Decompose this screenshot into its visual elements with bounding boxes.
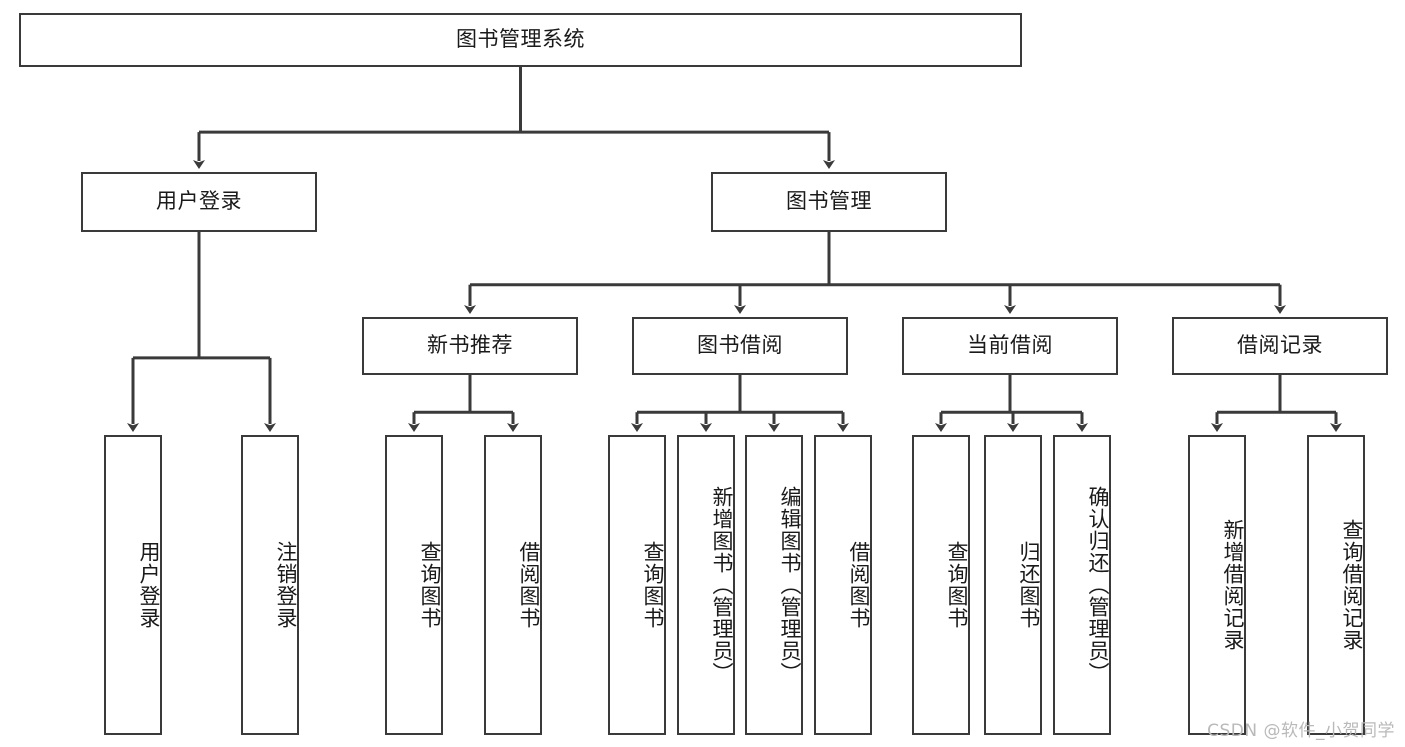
node-book-manage-label: 图书管理 bbox=[786, 189, 872, 214]
leaf-edit-book-label: 编辑图书（管理员） bbox=[778, 486, 802, 684]
leaf-query-book-rec-label: 查询图书 bbox=[418, 541, 442, 629]
leaf-query-record-label: 查询借阅记录 bbox=[1340, 519, 1364, 651]
node-root-label: 图书管理系统 bbox=[456, 27, 585, 52]
leaf-edit-book[interactable]: 编辑图书（管理员） bbox=[745, 435, 803, 735]
leaf-confirm-return[interactable]: 确认归还（管理员） bbox=[1053, 435, 1111, 735]
node-borrow-record-label: 借阅记录 bbox=[1237, 333, 1323, 358]
node-new-book-rec[interactable]: 新书推荐 bbox=[362, 317, 578, 375]
leaf-query-record[interactable]: 查询借阅记录 bbox=[1307, 435, 1365, 735]
leaf-query-book-cur-label: 查询图书 bbox=[945, 541, 969, 629]
node-root[interactable]: 图书管理系统 bbox=[19, 13, 1022, 67]
leaf-query-book-rec[interactable]: 查询图书 bbox=[385, 435, 443, 735]
leaf-query-book-cur[interactable]: 查询图书 bbox=[912, 435, 970, 735]
node-book-manage[interactable]: 图书管理 bbox=[711, 172, 947, 232]
leaf-query-book[interactable]: 查询图书 bbox=[608, 435, 666, 735]
leaf-logout[interactable]: 注销登录 bbox=[241, 435, 299, 735]
leaf-confirm-return-label: 确认归还（管理员） bbox=[1086, 486, 1110, 684]
leaf-borrow-book-rec-label: 借阅图书 bbox=[517, 541, 541, 629]
leaf-add-book-label: 新增图书（管理员） bbox=[710, 486, 734, 684]
leaf-user-login[interactable]: 用户登录 bbox=[104, 435, 162, 735]
node-current-borrow[interactable]: 当前借阅 bbox=[902, 317, 1118, 375]
node-user-login-label: 用户登录 bbox=[156, 189, 242, 214]
leaf-borrow-book[interactable]: 借阅图书 bbox=[814, 435, 872, 735]
csdn-watermark: CSDN @软件_小贺同学 bbox=[1207, 721, 1395, 741]
node-user-login[interactable]: 用户登录 bbox=[81, 172, 317, 232]
node-book-borrow[interactable]: 图书借阅 bbox=[632, 317, 848, 375]
leaf-add-record[interactable]: 新增借阅记录 bbox=[1188, 435, 1246, 735]
node-book-borrow-label: 图书借阅 bbox=[697, 333, 783, 358]
node-new-book-rec-label: 新书推荐 bbox=[427, 333, 513, 358]
leaf-borrow-book-rec[interactable]: 借阅图书 bbox=[484, 435, 542, 735]
node-borrow-record[interactable]: 借阅记录 bbox=[1172, 317, 1388, 375]
leaf-add-book[interactable]: 新增图书（管理员） bbox=[677, 435, 735, 735]
leaf-user-login-label: 用户登录 bbox=[137, 541, 161, 629]
leaf-borrow-book-label: 借阅图书 bbox=[847, 541, 871, 629]
leaf-return-book[interactable]: 归还图书 bbox=[984, 435, 1042, 735]
node-current-borrow-label: 当前借阅 bbox=[967, 333, 1053, 358]
leaf-logout-label: 注销登录 bbox=[274, 541, 298, 629]
leaf-query-book-label: 查询图书 bbox=[641, 541, 665, 629]
leaf-add-record-label: 新增借阅记录 bbox=[1221, 519, 1245, 651]
leaf-return-book-label: 归还图书 bbox=[1017, 541, 1041, 629]
